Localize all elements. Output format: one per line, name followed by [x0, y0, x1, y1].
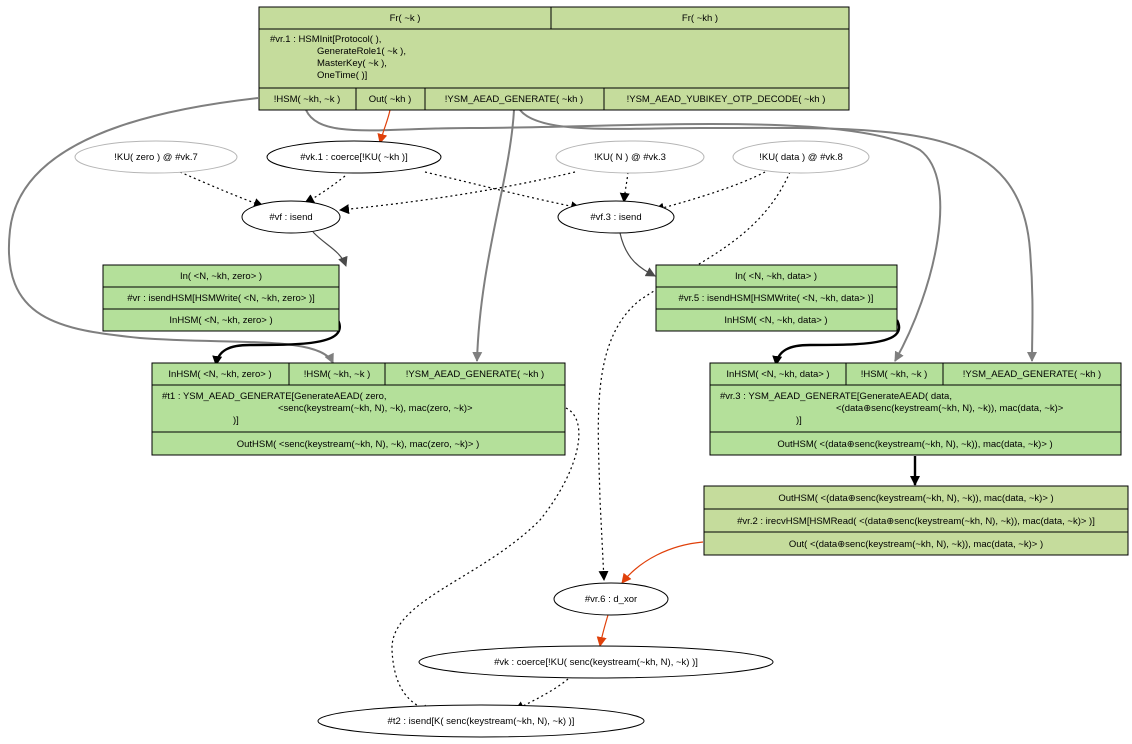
fr-conclusion-row — [258, 87, 850, 111]
node-ku-data: !KU( data ) @ #vk.8 — [732, 140, 870, 174]
vr3-premise-ysm: !YSM_AEAD_GENERATE( ~kh ) — [963, 369, 1101, 380]
fr-body — [258, 28, 850, 89]
fr-conclusion-ysm-generate: !YSM_AEAD_GENERATE( ~kh ) — [445, 94, 583, 105]
node-vr6: #vr.6 : d_xor — [553, 582, 669, 616]
vr6-ellipse — [553, 582, 669, 616]
edge-hsm-to-t1 — [7, 97, 334, 364]
vf-label: #vf : isend — [269, 212, 312, 223]
t1-body — [151, 384, 566, 433]
vr-mid-label: #vr : isendHSM[HSMWrite( <N, ~kh, zero> … — [127, 293, 315, 304]
rule-vr2: OutHSM( <(data⊕senc(keystream(~kh, N), ~… — [703, 485, 1129, 556]
vr5-bottom-label: InHSM( <N, ~kh, data> ) — [724, 315, 827, 326]
t2-label: #t2 : isend[K( senc(keystream(~kh, N), ~… — [388, 716, 575, 727]
edge-ysm-to-vr3 — [519, 109, 1038, 362]
vr2-mid-label: #vr.2 : irecvHSM[HSMRead( <(data⊕senc(ke… — [737, 516, 1095, 527]
fr-body-line-4: OneTime( )] — [317, 70, 367, 81]
rule-vr5: In( <N, ~kh, data> ) #vr.5 : isendHSM[HS… — [655, 264, 898, 332]
vr-bottom-row — [102, 308, 340, 332]
node-t2: #t2 : isend[K( senc(keystream(~kh, N), ~… — [317, 704, 645, 738]
edge-t1-to-t2 — [391, 407, 580, 715]
t1-body-line-3: )] — [233, 415, 239, 426]
node-vk: #vk : coerce[!KU( senc(keystream(~kh, N)… — [418, 645, 774, 679]
fr-body-line-1: #vr.1 : HSMInit[Protocol( ), — [270, 34, 381, 45]
edge-ysm-to-t1 — [472, 109, 515, 362]
node-vf3: #vf.3 : isend — [557, 200, 675, 234]
t1-body-line-2: <senc(keystream(~kh, N), ~k), mac(zero, … — [278, 403, 473, 414]
fr-body-line-3: MasterKey( ~k ), — [317, 58, 387, 69]
t2-ellipse — [317, 704, 645, 738]
ku-n-ellipse — [555, 140, 705, 174]
ku-data-ellipse — [732, 140, 870, 174]
vr2-bottom-row — [703, 531, 1129, 556]
vk-label: #vk : coerce[!KU( senc(keystream(~kh, N)… — [494, 657, 698, 668]
edge-out-to-vk1 — [377, 109, 391, 144]
vr5-bottom-row — [655, 308, 898, 332]
vk1-label: #vk.1 : coerce[!KU( ~kh )] — [300, 152, 407, 163]
vr-top-label: In( <N, ~kh, zero> ) — [180, 271, 262, 282]
fr-conclusion-ysm-decode: !YSM_AEAD_YUBIKEY_OTP_DECODE( ~kh ) — [627, 94, 826, 105]
fr-conclusion-out: Out( ~kh ) — [369, 94, 412, 105]
ku-zero-ellipse — [74, 140, 238, 174]
ku-zero-label: !KU( zero ) @ #vk.7 — [114, 152, 198, 163]
edge-kudata-to-vf3 — [654, 171, 766, 213]
vr3-body-line-2: <(data⊕senc(keystream(~kh, N), ~k)), mac… — [836, 403, 1064, 414]
edge-kuzero-to-vf — [179, 171, 264, 208]
edge-vk1-to-vf — [304, 175, 346, 204]
rule-vr: In( <N, ~kh, zero> ) #vr : isendHSM[HSMW… — [102, 264, 340, 332]
t1-premise-hsm: !HSM( ~kh, ~k ) — [304, 369, 371, 380]
vf3-label: #vf.3 : isend — [590, 212, 641, 223]
node-vf: #vf : isend — [241, 200, 341, 234]
vf3-ellipse — [557, 200, 675, 234]
vr6-label: #vr.6 : d_xor — [585, 594, 637, 605]
edge-vr6-to-vk — [596, 614, 609, 647]
vr3-conclusion-row — [709, 431, 1122, 456]
edge-vr-to-t1 — [212, 319, 341, 366]
vk-ellipse — [418, 645, 774, 679]
vr3-premise-hsm: !HSM( ~kh, ~k ) — [861, 369, 928, 380]
t1-premise-ysm: !YSM_AEAD_GENERATE( ~kh ) — [406, 369, 544, 380]
vr2-top-label: OutHSM( <(data⊕senc(keystream(~kh, N), ~… — [778, 493, 1053, 504]
edge-vk1-to-vf3 — [424, 171, 581, 212]
vr3-body-line-3: )] — [796, 415, 802, 426]
node-ku-n: !KU( N ) @ #vk.3 — [555, 140, 705, 174]
rule-t1: InHSM( <N, ~kh, zero> ) !HSM( ~kh, ~k ) … — [151, 362, 566, 456]
vr3-conclusion: OutHSM( <(data⊕senc(keystream(~kh, N), ~… — [777, 439, 1052, 450]
vf-ellipse — [241, 200, 341, 234]
fr-premise-row — [258, 6, 850, 30]
vr3-body — [709, 384, 1122, 433]
ku-n-label: !KU( N ) @ #vk.3 — [594, 152, 666, 163]
t1-body-line-1: #t1 : YSM_AEAD_GENERATE[GenerateAEAD( ze… — [162, 391, 387, 402]
ku-data-label: !KU( data ) @ #vk.8 — [759, 152, 843, 163]
edge-hsm-to-vr3 — [305, 109, 942, 362]
fr-body-line-2: GenerateRole1( ~k ), — [317, 46, 406, 57]
fr-conclusion-hsm: !HSM( ~kh, ~k ) — [274, 94, 341, 105]
node-vk1: #vk.1 : coerce[!KU( ~kh )] — [266, 140, 442, 174]
vk1-ellipse — [266, 140, 442, 174]
edge-vr2-to-vr6 — [621, 541, 704, 584]
edge-vf-to-vr — [312, 231, 348, 267]
vr2-bottom-label: Out( <(data⊕senc(keystream(~kh, N), ~k))… — [789, 539, 1043, 550]
edge-kun-to-vf3 — [619, 171, 630, 203]
edge-vf3-to-vr5 — [619, 232, 656, 277]
t1-premise-inhsm: InHSM( <N, ~kh, zero> ) — [168, 369, 271, 380]
rule-fr: Fr( ~k ) Fr( ~kh ) #vr.1 : HSMInit[Proto… — [258, 6, 850, 111]
fr-premise-k: Fr( ~k ) — [390, 13, 421, 24]
rule-vr3: InHSM( <N, ~kh, data> ) !HSM( ~kh, ~k ) … — [709, 362, 1122, 456]
edge-kun-to-vf — [339, 171, 576, 215]
node-ku-zero: !KU( zero ) @ #vk.7 — [74, 140, 238, 174]
vr3-body-line-1: #vr.3 : YSM_AEAD_GENERATE[GenerateAEAD( … — [720, 391, 952, 402]
fr-premise-kh: Fr( ~kh ) — [682, 13, 718, 24]
t1-conclusion: OutHSM( <senc(keystream(~kh, N), ~k), ma… — [237, 439, 480, 450]
vr5-top-label: In( <N, ~kh, data> ) — [735, 271, 817, 282]
edge-kudata-to-vr6 — [597, 171, 791, 581]
vr-bottom-label: InHSM( <N, ~kh, zero> ) — [169, 315, 272, 326]
t1-conclusion-row — [151, 431, 566, 456]
vr5-mid-label: #vr.5 : isendHSM[HSMWrite( <N, ~kh, data… — [679, 293, 874, 304]
edge-vr5-to-vr3 — [772, 319, 901, 366]
vr3-premise-inhsm: InHSM( <N, ~kh, data> ) — [726, 369, 829, 380]
